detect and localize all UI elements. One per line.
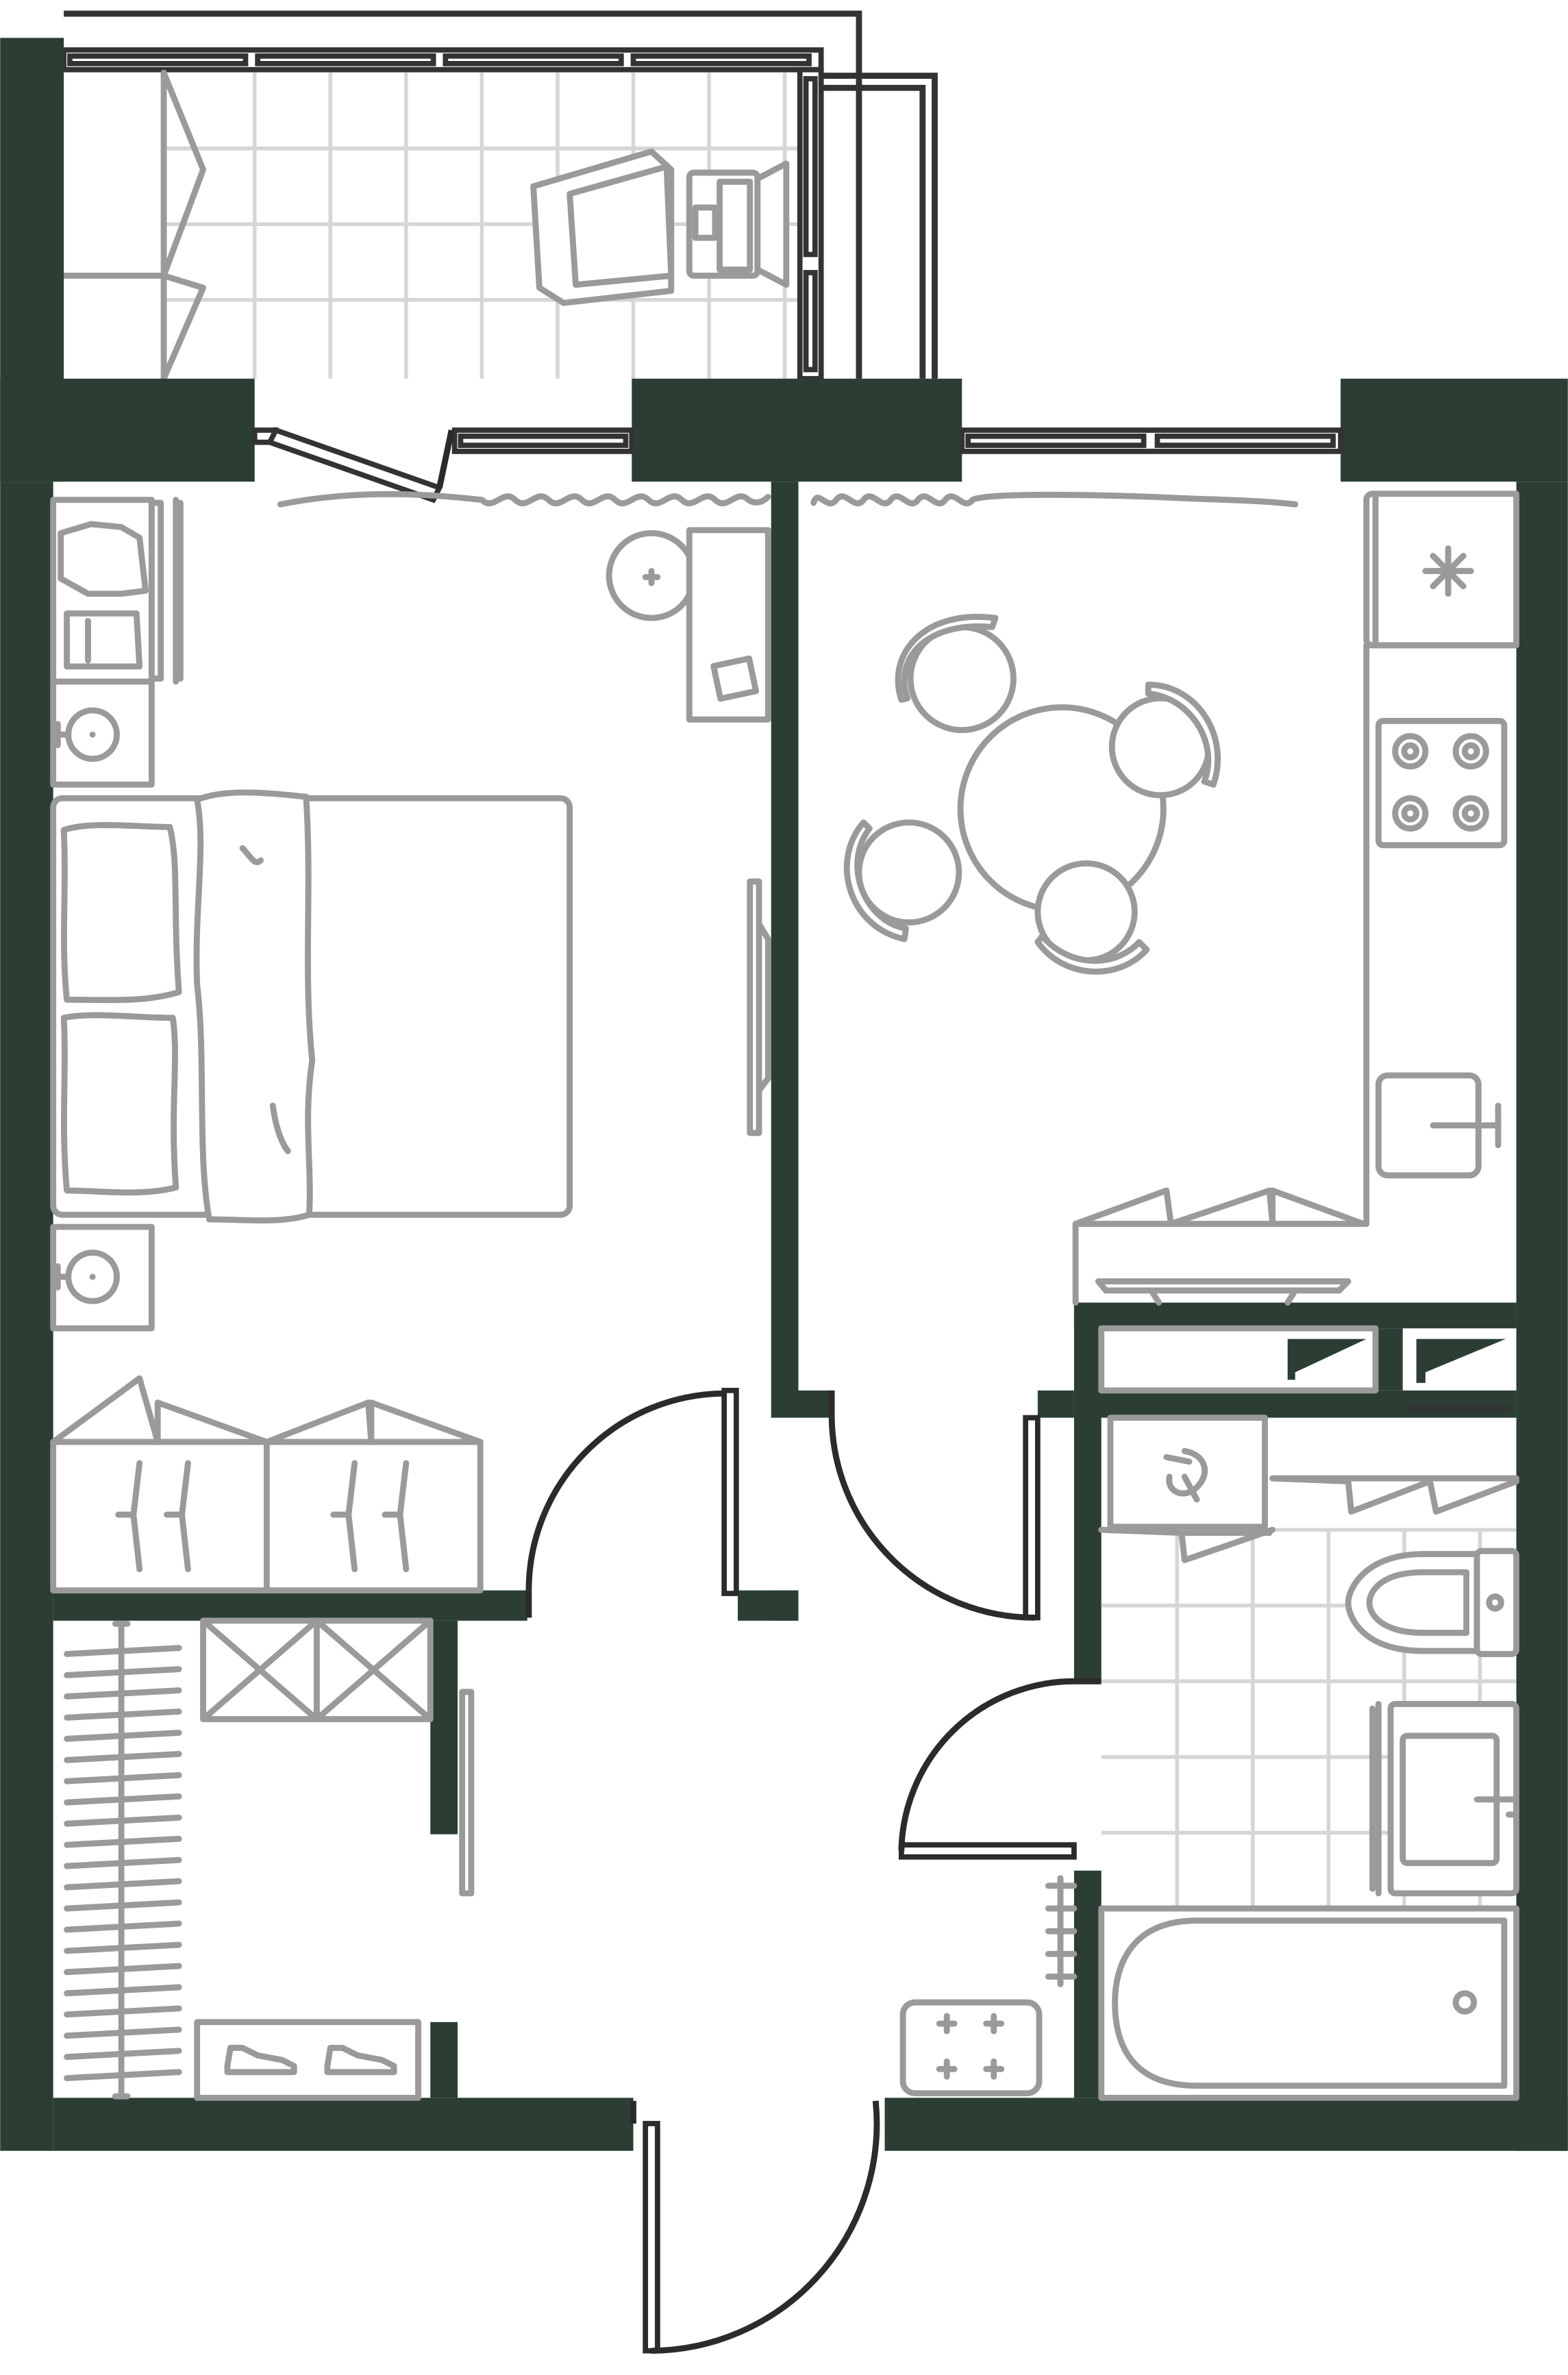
- closet-shelf: [200, 1617, 434, 1723]
- entrance-door: [630, 2100, 880, 2354]
- nightstand-bottom: [50, 1223, 155, 1332]
- balcony-desk: [686, 160, 790, 288]
- closet-hanger: [64, 1645, 182, 1657]
- kitchen-door: [828, 1390, 1041, 1621]
- closet-hanger: [64, 1856, 182, 1869]
- bedroom-wardrobe: [50, 1375, 484, 1594]
- bedroom: [50, 490, 771, 1594]
- nightstand-top: [50, 678, 155, 788]
- fridge: [1363, 490, 1519, 649]
- closet-hanger: [64, 1730, 182, 1742]
- closet-hanger: [64, 1963, 182, 1976]
- closet-hanger: [64, 2005, 182, 2018]
- balcony-armchair: [530, 148, 675, 306]
- utility-niches: [1098, 1325, 1512, 1412]
- bedroom-desk: [606, 527, 771, 723]
- hallway: [899, 1875, 1078, 2097]
- closet-hanger: [64, 1878, 182, 1891]
- bathroom: [1098, 1415, 1519, 2101]
- bedroom-wardrobe-small: [50, 497, 184, 685]
- closet-hanger: [64, 1687, 182, 1700]
- walls: [0, 38, 1568, 2151]
- cooktop: [1375, 718, 1508, 849]
- doors: [525, 1387, 1102, 2354]
- closet-hanger: [64, 1835, 182, 1848]
- hall-pouf: [899, 1999, 1043, 2097]
- bathroom-cabinets: [1098, 1475, 1519, 1563]
- closet-hanger: [64, 1941, 182, 1954]
- kitchen-bottom-cabinets: [1072, 1187, 1367, 1306]
- closet-rail: [112, 1620, 131, 2100]
- bedroom-tv: [747, 878, 771, 1136]
- dining-chairs: [843, 614, 1221, 975]
- bedroom-curtain: [277, 490, 771, 508]
- bathtub: [1098, 1905, 1519, 2101]
- closet-hanger: [64, 1751, 182, 1763]
- washing-machine: [1107, 1415, 1268, 1530]
- closet-hanger: [64, 1771, 182, 1785]
- closet-hanger: [64, 2026, 182, 2039]
- shoe-rack: [194, 2019, 421, 2101]
- toilet: [1345, 1547, 1519, 1657]
- balcony-outer-frame: [64, 10, 938, 379]
- windows: [251, 427, 1343, 503]
- balcony-shelving: [60, 69, 206, 382]
- walk-in-closet: [64, 1617, 475, 2101]
- closet-hanger: [64, 2048, 182, 2061]
- closet-hanger: [64, 1708, 182, 1721]
- closet-hanger: [64, 1793, 182, 1806]
- bed: [50, 789, 573, 1223]
- closet-hangers: [64, 1645, 182, 2082]
- kitchen-counter: [1072, 642, 1519, 1306]
- balcony-glazing: [61, 47, 824, 382]
- bathroom-sink: [1369, 1701, 1519, 1897]
- kitchen-sink: [1375, 1072, 1502, 1179]
- sliding-door-panel: [459, 1689, 475, 1897]
- kitchen-curtain: [810, 491, 1299, 508]
- coat-hooks: [1045, 1875, 1078, 1987]
- closet-hanger: [64, 1814, 182, 1827]
- balcony: [60, 10, 938, 382]
- bedroom-door: [525, 1387, 739, 1618]
- closet-hanger: [64, 2069, 182, 2082]
- closet-hanger: [64, 1984, 182, 1997]
- bathroom-door: [898, 1678, 1102, 1860]
- closet-hanger: [64, 1920, 182, 1933]
- closet-hanger: [64, 1899, 182, 1912]
- closet-hanger: [64, 1666, 182, 1678]
- kitchen: [810, 490, 1519, 1306]
